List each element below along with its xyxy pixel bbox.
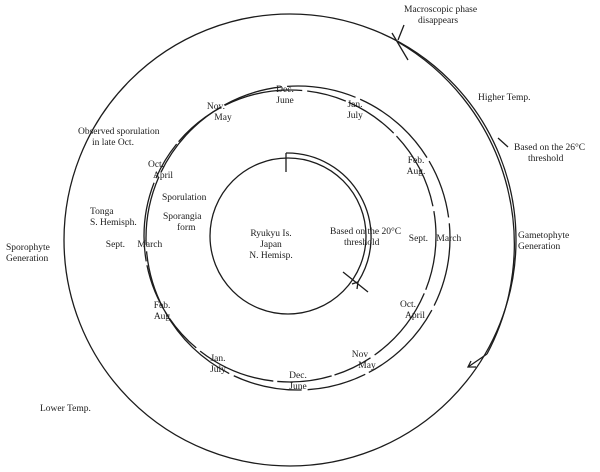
macroscopic-leader [397,24,405,41]
tonga-label: Tonga S. Hemisph. [90,207,137,228]
month-label-feb-aug-left: Feb. Aug [153,301,171,322]
month-label-dec-june-top: Dec. June [276,85,294,106]
inner-ring [209,157,367,315]
gametophyte-arrowhead [466,360,476,368]
month-label-oct-april-top: Oct. April [147,160,174,181]
macroscopic-tick [391,32,409,61]
month-label-feb-aug-right: Feb. Aug. [406,156,426,177]
month-ring [145,85,451,391]
month-label-jan-july-bottom: Jan. July [210,354,226,375]
outer-ring [63,13,517,467]
threshold-20-label: Based on the 20°C threshold [330,227,402,248]
sporophyte-generation-label: Sporophyte Generation [6,243,50,264]
inner-arc-arrowhead [351,281,359,290]
gametophyte-arrow-tail [467,353,488,368]
location-center-label: Ryukyu Is. Japan N. Hemisp. [249,229,293,261]
month-label-nov-may-bottom: Nov May [351,350,376,371]
month-label-dec-june-bottom: Dec. June [289,371,307,392]
month-label-nov-may-top: Nov. May [206,102,232,123]
lower-temp-label: Lower Temp. [40,404,91,414]
gametophyte-generation-label: Gametophyte Generation [518,231,570,252]
higher-temp-label: Higher Temp. [478,93,531,103]
macroscopic-phase-label: Macroscopic phase disappears [404,5,478,26]
month-label-sept-march-left: Sept. March [105,240,163,250]
sporulation-label: Sporulation [162,193,207,203]
sporangia-form-label: Sporangia form [163,212,202,233]
month-label-sept-march-right: Sept. March [408,234,462,244]
month-ring-inner [143,89,437,383]
month-label-jan-july-top: Jan. July [347,100,363,121]
month-label-oct-april-right: Oct. April [399,300,426,321]
inner-threshold-arc [285,152,372,283]
threshold-26-label: Based on the 26°C threshold [514,143,586,164]
inner-arc-end-tick [342,271,369,293]
gametophyte-arc [397,41,515,355]
label-leader [497,137,509,148]
observed-sporulation-label: Observed sporulation in late Oct. [78,127,160,148]
